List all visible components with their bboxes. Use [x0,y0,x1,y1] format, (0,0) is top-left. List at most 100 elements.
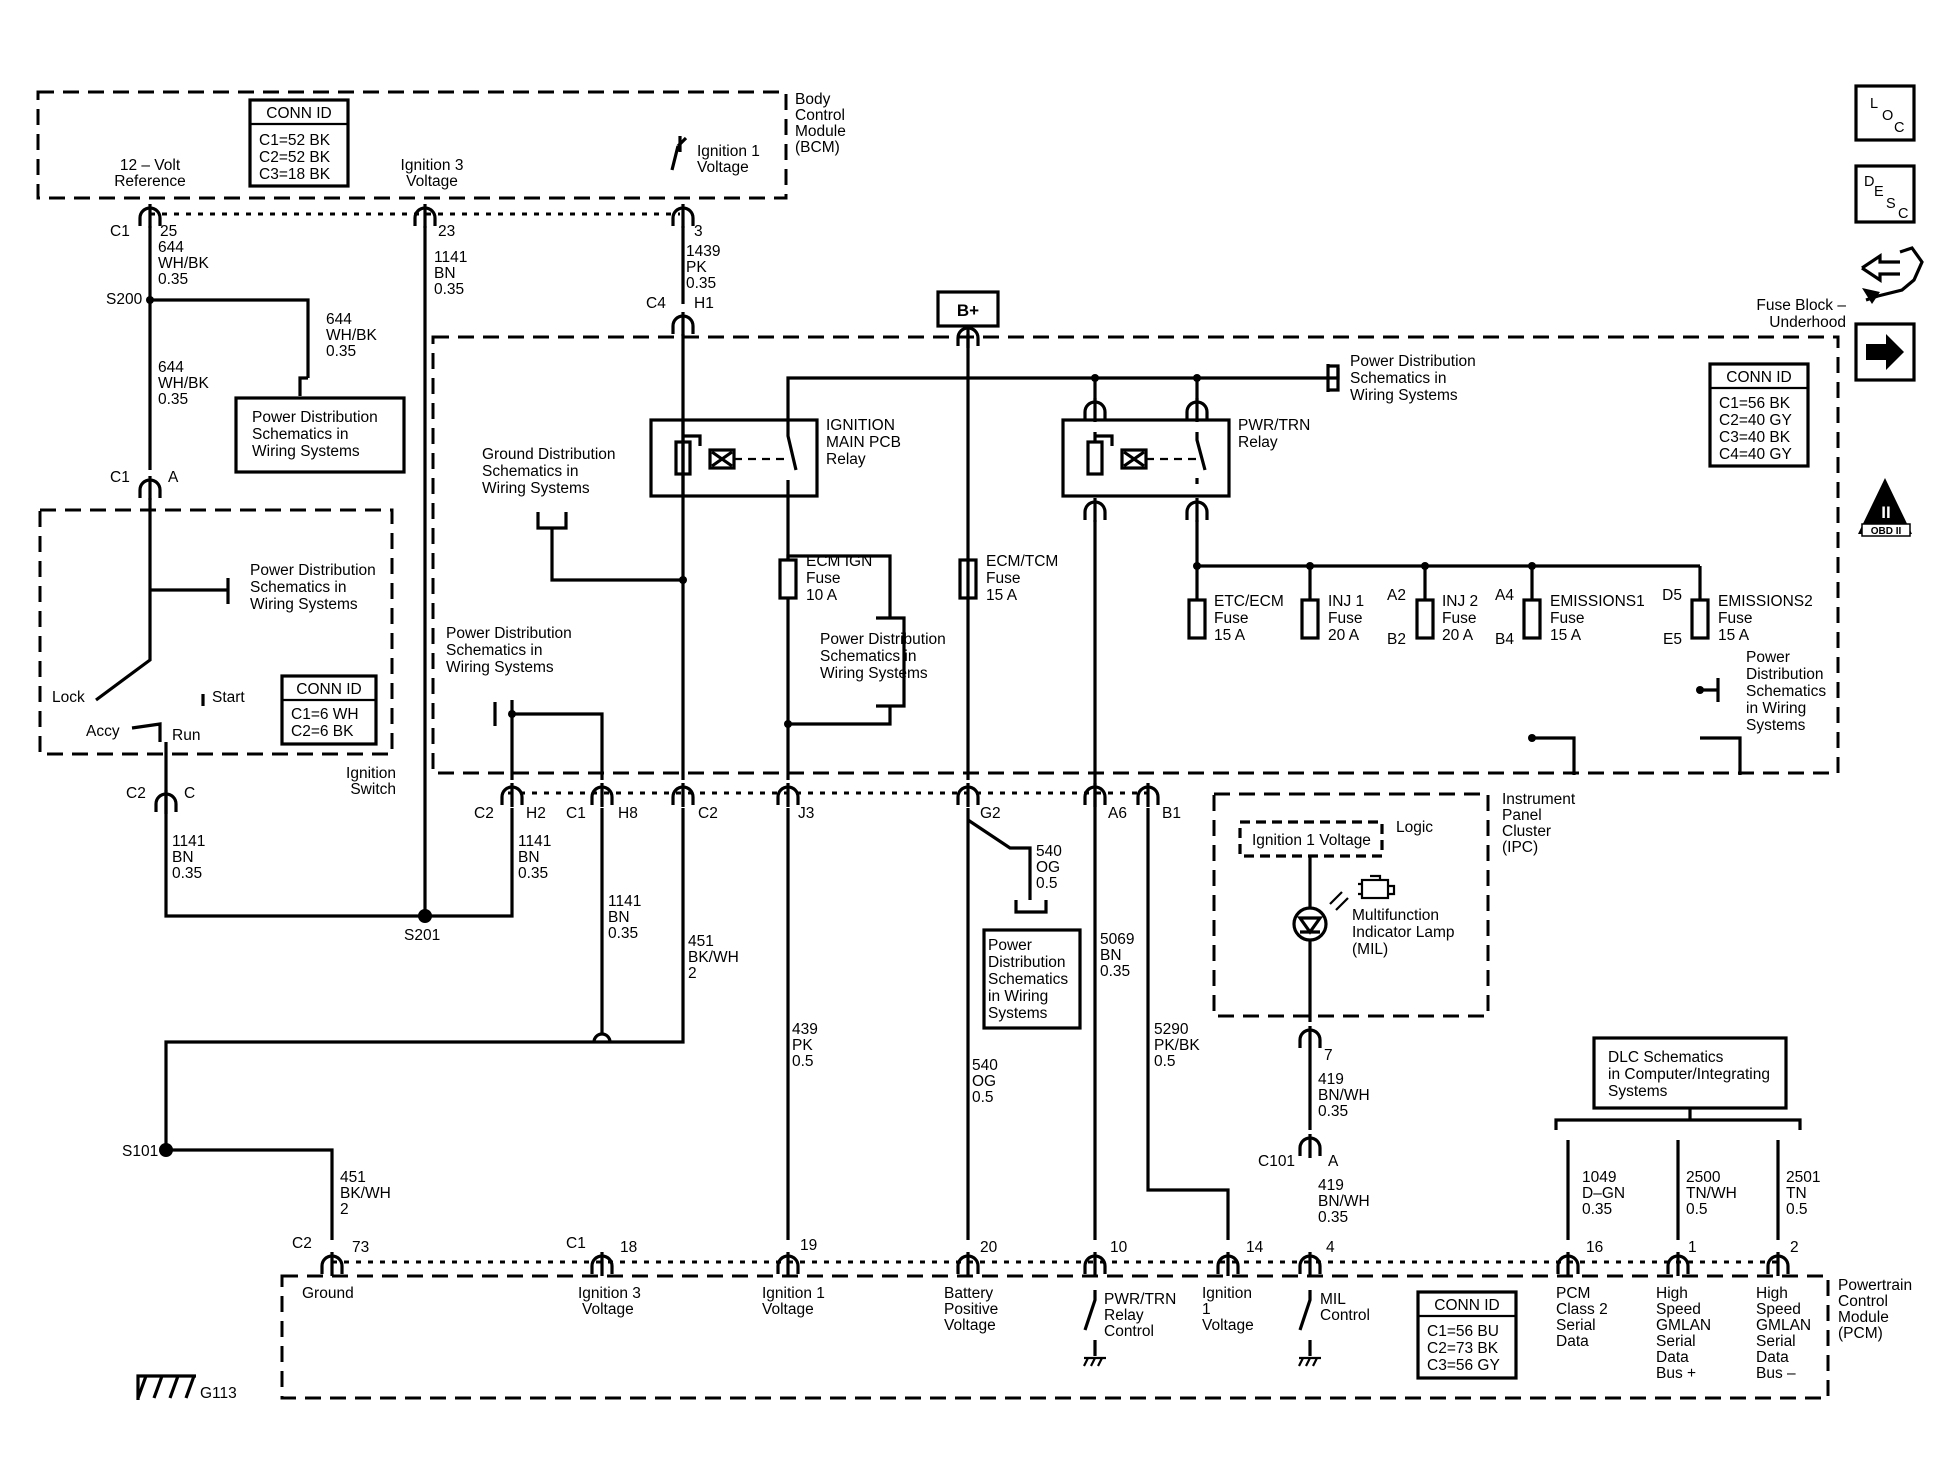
pcm-name: Powertrain Control Module (PCM) [1838,1277,1912,1342]
svg-text:Relay: Relay [1104,1307,1144,1324]
svg-text:C2: C2 [474,805,494,822]
svg-text:Ignition 1 Voltage: Ignition 1 Voltage [1252,832,1371,849]
mil-light-rays [1329,891,1349,911]
ground-symbol [1083,1356,1106,1367]
bcm-pin-label: Reference [114,173,186,190]
wire-pwr-bus [1195,520,1700,568]
svg-text:Fuse: Fuse [1214,610,1248,627]
svg-text:15 A: 15 A [986,587,1018,604]
svg-text:Relay: Relay [826,451,866,468]
bplus-bus [786,376,1328,420]
svg-text:10: 10 [1110,1239,1128,1256]
connector-terminal [1556,1252,1580,1276]
etc-ecm-fuse [1187,598,1207,640]
connector-terminal [320,1252,344,1276]
pcm-conn-id: CONN ID C1=56 BU C2=73 BK C3=56 GY [1416,1290,1518,1380]
svg-text:1049: 1049 [1582,1169,1616,1186]
bcm-pin-label: Voltage [697,159,749,176]
svg-text:C: C [1894,120,1904,136]
svg-text:0.35: 0.35 [1318,1209,1348,1226]
svg-text:2501: 2501 [1786,1169,1820,1186]
wire-540-branch [967,818,1032,900]
fuse-block-conn-id: CONN ID C1=56 BK C2=40 GY C3=40 BK C4=40… [1708,362,1810,468]
fuse-block-outline [431,335,1840,775]
svg-text:WH/BK: WH/BK [158,375,209,392]
conn-id-line: C2=6 BK [291,723,354,740]
connector-terminal [1083,1252,1107,1276]
connector-wiring-icon[interactable] [1861,246,1924,304]
svg-text:B1: B1 [1162,805,1181,822]
svg-text:Battery: Battery [944,1285,993,1302]
svg-text:Control: Control [1838,1293,1888,1310]
conn-id-line: C1=52 BK [259,132,331,149]
conn-id-line: C3=40 BK [1719,429,1791,446]
svg-text:451: 451 [688,933,714,950]
svg-text:BK/WH: BK/WH [688,949,739,966]
svg-text:10 A: 10 A [806,587,838,604]
wire-labels: 644 WH/BK 0.35 644 WH/BK 0.35 644 WH/BK … [158,239,1820,1226]
svg-text:20 A: 20 A [1442,627,1474,644]
bcm-pin-label: Ignition 1 [697,143,760,160]
pdist-ref-ecm-ign: Power Distribution Schematics in Wiring … [820,616,946,708]
wire-1141-internal [510,712,604,780]
svg-text:2: 2 [1790,1239,1799,1256]
svg-text:Wiring Systems: Wiring Systems [252,443,360,460]
svg-text:23: 23 [438,223,455,240]
svg-text:Fuse: Fuse [806,570,840,587]
svg-text:IGNITION: IGNITION [826,417,895,434]
inj2-fuse [1415,598,1435,640]
conn-id-line: C3=18 BK [259,166,331,183]
bcm-conn-id: CONN ID C1=52 BK C2=52 BK C3=18 BK [248,98,350,188]
svg-text:Ignition 1: Ignition 1 [762,1285,825,1302]
svg-text:Wiring Systems: Wiring Systems [446,659,554,676]
ignition-relay-label: IGNITION MAIN PCB Relay [826,417,901,468]
ipc-labels: Ignition 1 Voltage Logic Multifunction I… [1252,819,1455,958]
svg-text:Speed: Speed [1656,1301,1701,1318]
svg-text:GMLAN: GMLAN [1656,1317,1711,1334]
connector-terminal [1136,783,1160,807]
next-arrow-button[interactable] [1854,322,1916,382]
connector-terminal [413,204,437,228]
svg-text:S: S [1886,196,1896,212]
svg-text:1: 1 [1688,1239,1697,1256]
svg-text:Voltage: Voltage [582,1301,634,1318]
svg-text:EMISSIONS1: EMISSIONS1 [1550,593,1645,610]
pwr-bus-fuses [1187,562,1742,775]
svg-text:Schematics in: Schematics in [820,648,916,665]
connector-terminal [1766,1252,1790,1276]
g113-ground [136,1374,196,1400]
svg-text:TN: TN [1786,1185,1807,1202]
svg-text:2500: 2500 [1686,1169,1721,1186]
fuse-block-name: Fuse Block – Underhood [1756,297,1846,331]
svg-text:0.35: 0.35 [326,343,356,360]
splice-s201-label: S201 [404,927,440,944]
svg-text:Speed: Speed [1756,1301,1801,1318]
svg-text:Wiring Systems: Wiring Systems [250,596,358,613]
svg-text:0.5: 0.5 [972,1089,994,1106]
conn-id-line: C3=56 GY [1427,1357,1500,1374]
svg-text:E5: E5 [1663,631,1682,648]
pdist-ref-switch: Power Distribution Schematics in Wiring … [226,562,376,613]
desc-button[interactable]: D E S C [1854,164,1916,224]
loc-button[interactable]: L O C [1854,84,1916,142]
svg-text:2: 2 [688,965,697,982]
svg-text:0.35: 0.35 [686,275,716,292]
conn-id-line: C1=6 WH [291,706,359,723]
bplus-box [936,290,1000,328]
svg-text:Systems: Systems [988,1005,1048,1022]
splice-s200-label: S200 [106,291,143,308]
svg-text:Underhood: Underhood [1769,314,1846,331]
svg-text:Class 2: Class 2 [1556,1301,1608,1318]
svg-text:1439: 1439 [686,243,720,260]
connector-terminal [1298,1252,1322,1276]
svg-text:0.35: 0.35 [1318,1103,1348,1120]
ecm-tcm-fuse [958,558,978,600]
svg-text:B2: B2 [1387,631,1406,648]
ipc-name: Instrument Panel Cluster (IPC) [1502,791,1576,856]
wire-ign-switch-in [95,498,152,702]
svg-text:644: 644 [158,359,184,376]
connector-terminals [138,204,1790,1276]
svg-text:O: O [1882,108,1893,124]
svg-text:73: 73 [352,1239,369,1256]
